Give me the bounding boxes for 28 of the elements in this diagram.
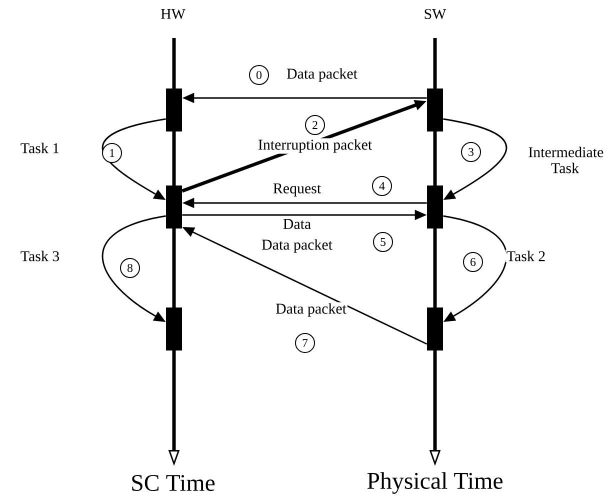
edge-label: Data <box>283 219 311 229</box>
axis-label: SC Time <box>132 474 215 492</box>
edge-label: Interruption packet <box>258 139 372 153</box>
text-label: Data packet <box>260 238 334 254</box>
edge-label: Data packet <box>276 303 346 317</box>
arrow <box>443 118 507 200</box>
edge-label: Task 3 <box>20 250 60 262</box>
edge-label: Intermediate Task <box>528 146 604 174</box>
callout-number: 8 <box>120 258 140 278</box>
axis-label: Physical Time <box>367 472 502 494</box>
text-label: SW <box>422 8 448 20</box>
text-label: HW <box>160 8 186 20</box>
edge-label: Data packet <box>286 68 358 82</box>
arrow <box>102 118 166 200</box>
edge-label: Request <box>273 184 321 196</box>
callout-number: 4 <box>372 176 392 196</box>
callout-number: 3 <box>461 142 481 162</box>
callout-number: 7 <box>295 333 315 353</box>
callout-number: 6 <box>463 252 483 272</box>
callout-number: 5 <box>373 232 393 252</box>
timeline-bar <box>427 88 443 132</box>
callout-number: 0 <box>249 65 269 85</box>
arrow <box>102 215 166 322</box>
edge-label: Task 2 <box>506 250 545 262</box>
arrow <box>443 215 508 322</box>
callout-number: 2 <box>305 115 325 135</box>
edge-label: Task 1 <box>20 142 59 154</box>
callout-number: 1 <box>102 143 122 163</box>
